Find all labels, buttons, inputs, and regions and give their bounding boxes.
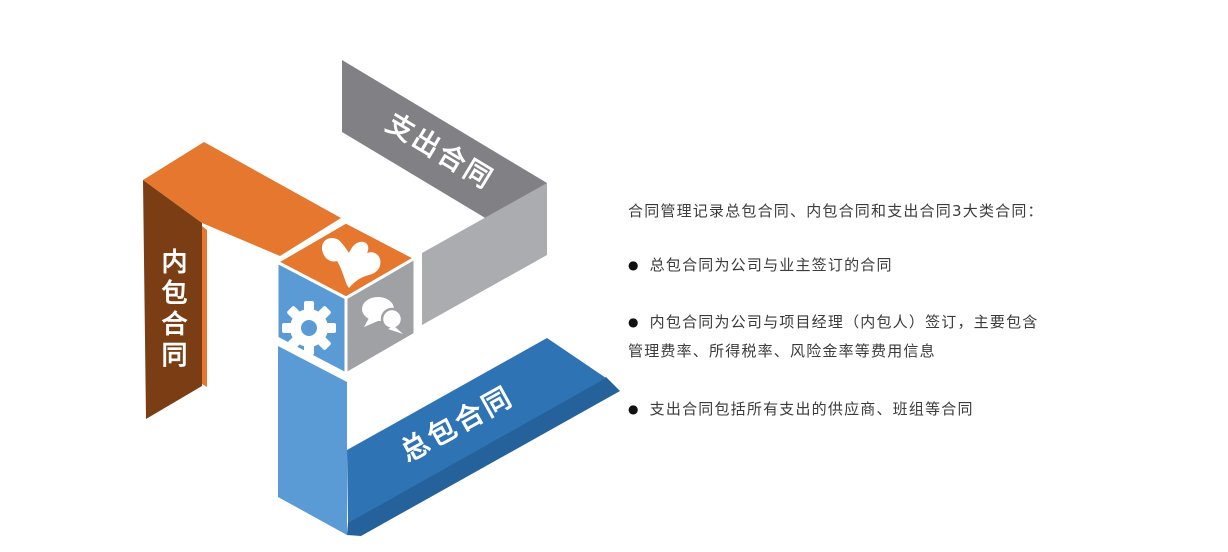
bullet-marker-icon: ● — [628, 258, 640, 272]
gear-icon — [282, 301, 336, 355]
bullet-text: 支出合同包括所有支出的供应商、班组等合同 — [649, 400, 974, 418]
internal-ribbon-edge — [202, 226, 207, 387]
bullet-text: 总包合同为公司与业主签订的合同 — [649, 256, 893, 274]
general-ribbon-column-face — [278, 346, 347, 535]
expenditure-ribbon-top-face — [342, 60, 547, 255]
bullet-item-general: ● 总包合同为公司与业主签订的合同 — [628, 251, 1098, 280]
bullet-text: 管理费率、所得税率、风险金率等费用信息 — [628, 342, 936, 360]
bullet-item-expenditure: ● 支出合同包括所有支出的供应商、班组等合同 — [628, 395, 1098, 424]
bullet-text: 内包合同为公司与项目经理（内包人）签订，主要包含 — [649, 313, 1039, 331]
bullet-line: ● 支出合同包括所有支出的供应商、班组等合同 — [628, 395, 1098, 424]
general-ribbon-underside — [347, 377, 620, 536]
expenditure-ribbon-side-face — [422, 183, 547, 325]
bullet-line: 管理费率、所得税率、风险金率等费用信息 — [628, 337, 1098, 366]
general-contract-ribbon: 总包合同 — [278, 338, 620, 536]
bullet-line: ● 总包合同为公司与业主签订的合同 — [628, 251, 1098, 280]
internal-ribbon-top-face — [143, 142, 341, 256]
general-ribbon-top-face — [347, 338, 606, 523]
bullet-marker-icon: ● — [628, 315, 640, 329]
bullet-line: ● 内包合同为公司与项目经理（内包人）签订，主要包含 — [628, 308, 1098, 337]
intro-text: 合同管理记录总包合同、内包合同和支出合同3大类合同： — [628, 202, 1044, 220]
chat-icon — [362, 297, 404, 334]
bullet-item-internal: ● 内包合同为公司与项目经理（内包人）签订，主要包含 管理费率、所得税率、风险金率… — [628, 308, 1098, 366]
internal-ribbon-side-face — [143, 180, 202, 419]
internal-contract-ribbon: 内包合同 — [143, 142, 341, 419]
hand-icon — [321, 237, 381, 288]
bullet-marker-icon: ● — [628, 402, 640, 416]
internal-contract-label: 内包合同 — [161, 248, 190, 371]
contracts-pinwheel-diagram: 内包合同 支出合同 总包合同 — [143, 60, 620, 536]
center-cube — [273, 220, 419, 377]
